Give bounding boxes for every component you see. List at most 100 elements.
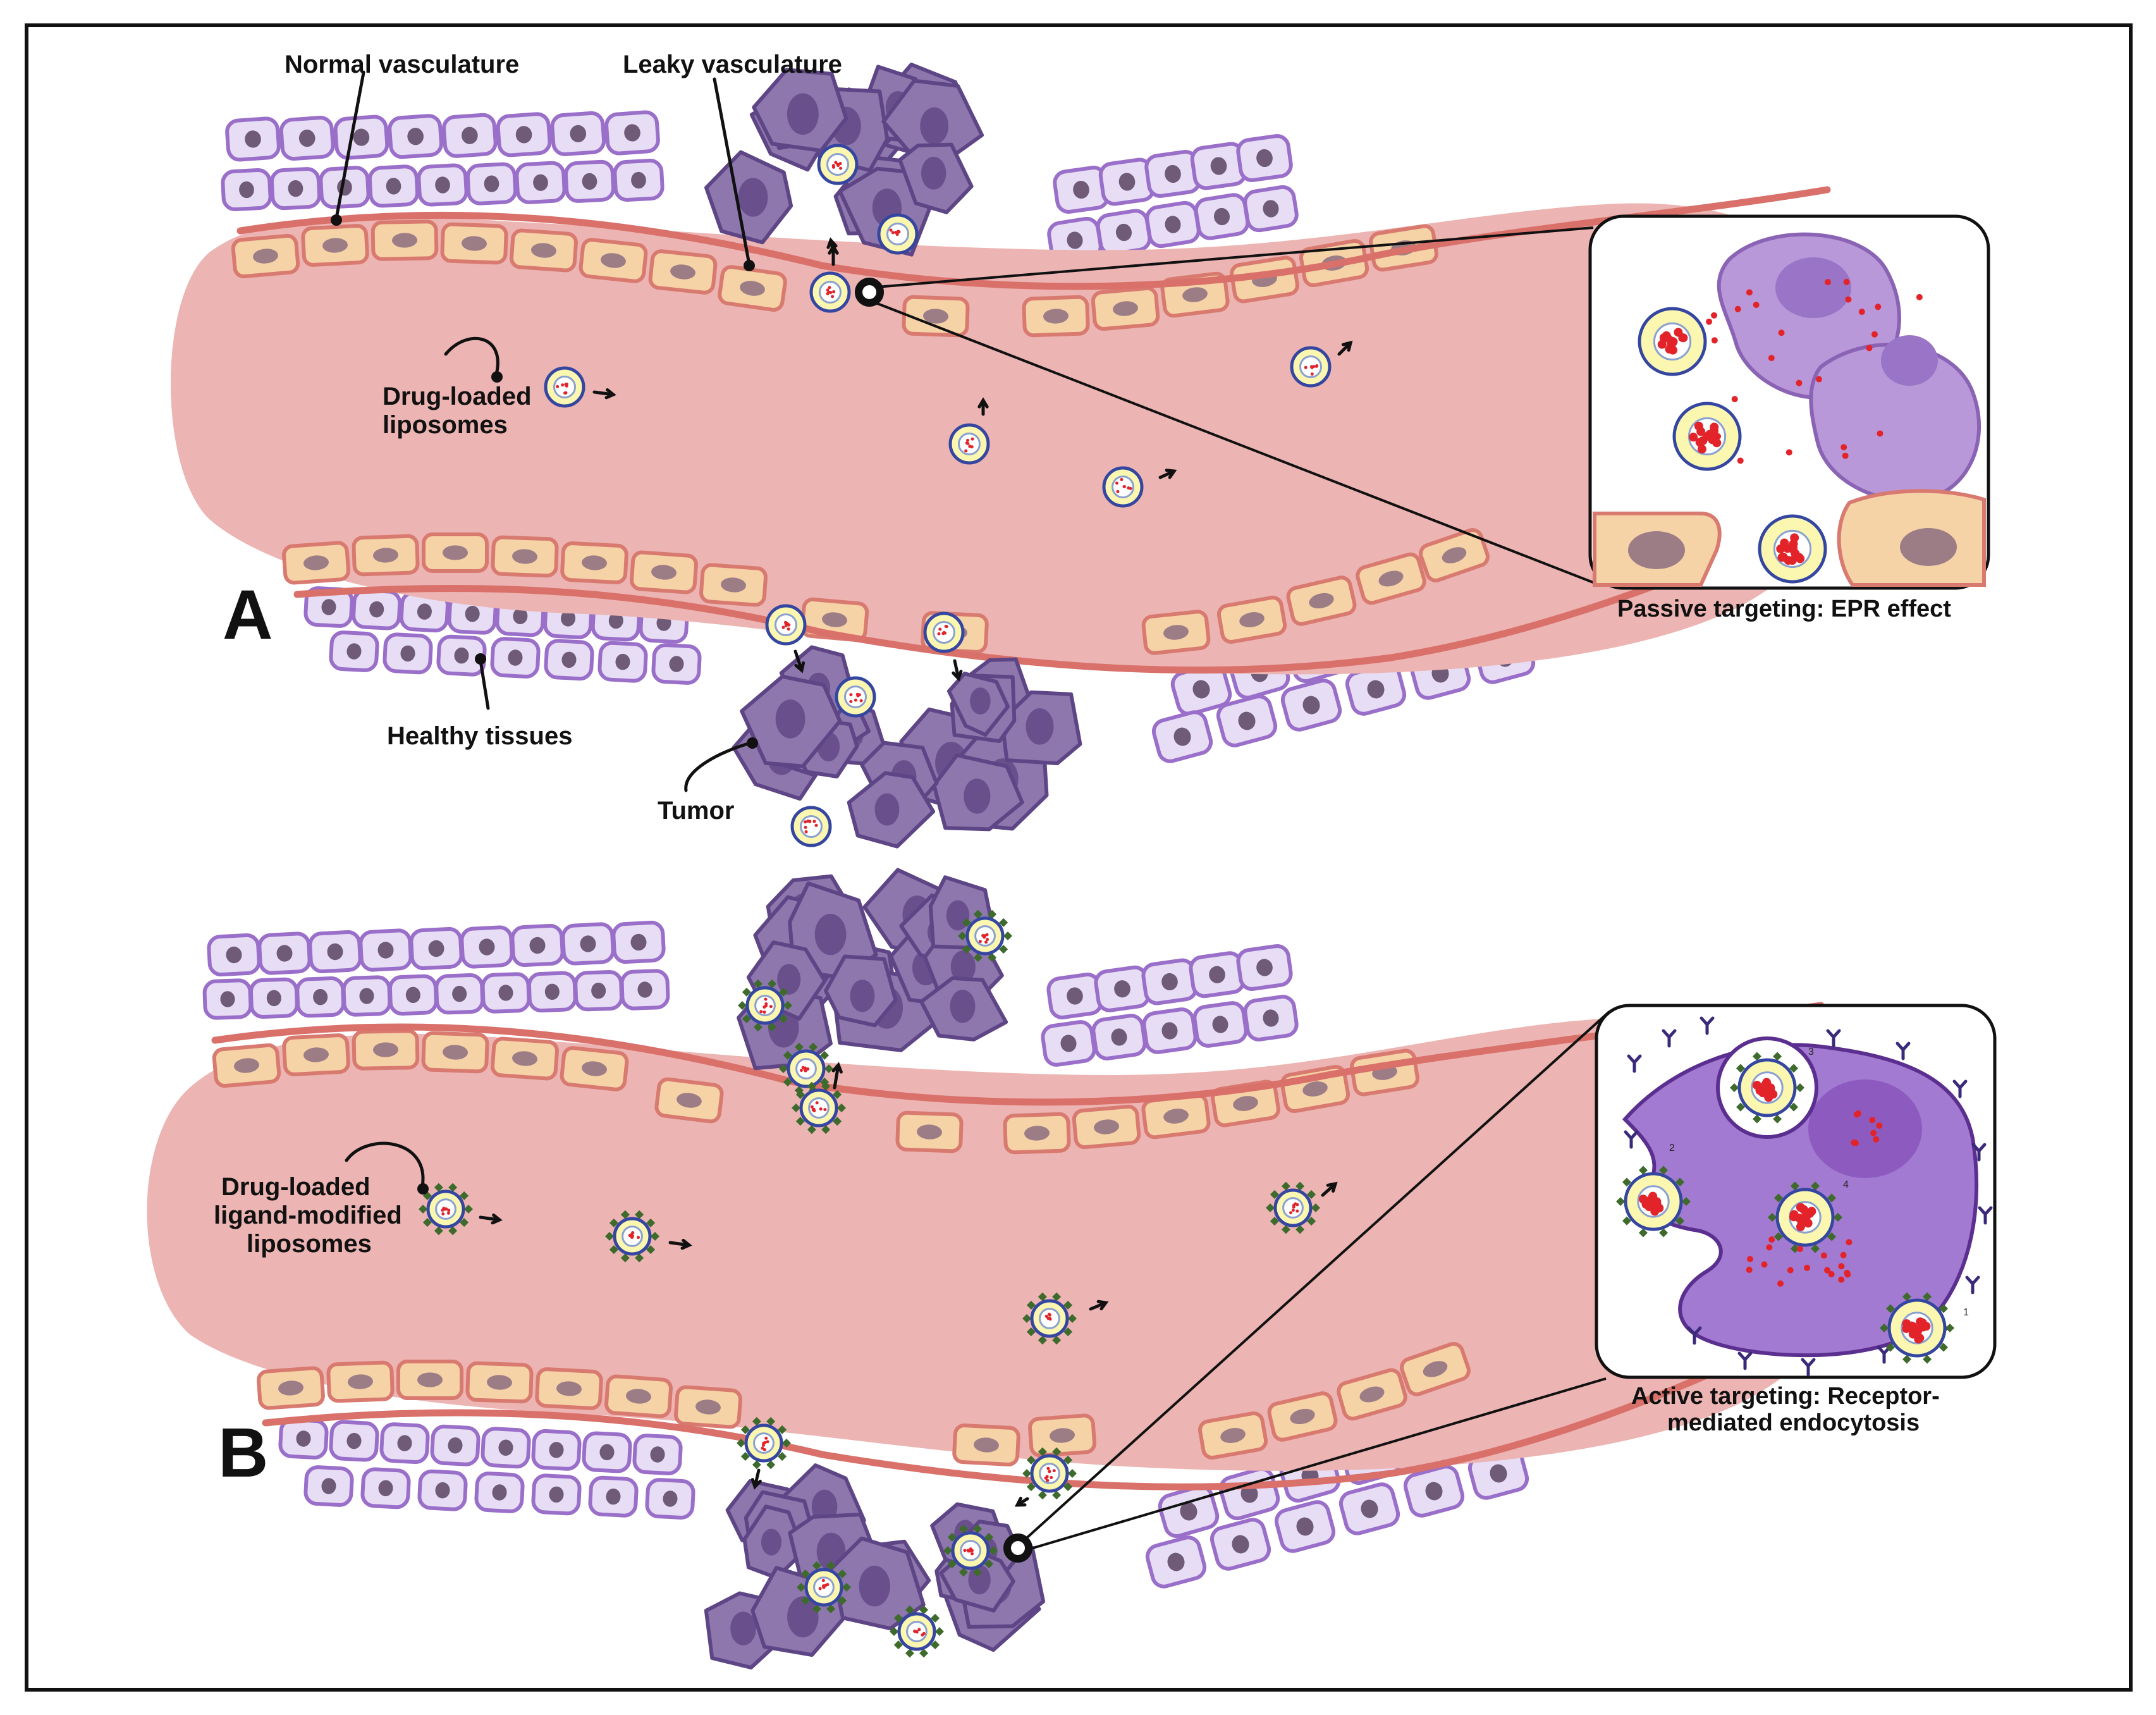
ligand: [973, 953, 983, 962]
ligand: [1902, 1355, 1911, 1364]
label-drug-loaded-b-2: ligand-modified: [214, 1202, 402, 1229]
ligand: [838, 1596, 847, 1606]
released-drug: [1804, 1264, 1811, 1271]
inset-passive-targeting: [1588, 214, 1990, 590]
liposome-zoom: [1638, 307, 1707, 376]
released-drug: [1870, 1129, 1877, 1136]
healthy-cell-nucleus: [1173, 727, 1191, 746]
zoom-line-a-bottom: [869, 299, 1600, 586]
healthy-cell: [295, 976, 346, 1018]
healthy-cell: [474, 1472, 525, 1513]
ligand: [1768, 1213, 1777, 1222]
endothelial-cell: [1419, 528, 1490, 582]
ligand: [419, 1205, 427, 1214]
ligand: [947, 1532, 957, 1542]
healthy-cell: [1194, 193, 1250, 240]
drug-particle: [1697, 445, 1706, 454]
liposome-core: [800, 815, 823, 838]
healthy-cell-nucleus: [498, 1439, 513, 1456]
drug-particle: [764, 1004, 768, 1008]
healthy-cell: [1145, 1535, 1207, 1589]
healthy-cell-nucleus: [606, 1488, 621, 1505]
ligand: [1616, 1197, 1625, 1206]
drug-particle: [889, 228, 893, 232]
healthy-cell-nucleus: [1209, 966, 1225, 983]
drug-particle: [561, 383, 565, 387]
released-drug: [1747, 1255, 1754, 1262]
endothelial-cell-nucleus: [348, 1374, 373, 1389]
released-drug: [1877, 430, 1883, 437]
endothelial-cell-nucleus: [443, 1045, 468, 1060]
drug-particle: [1918, 1322, 1928, 1332]
endothelial-cell-nucleus: [1043, 309, 1069, 324]
healthy-cell: [319, 166, 371, 209]
ligand: [434, 1183, 443, 1192]
drug-particle: [763, 1441, 767, 1444]
endothelial-cell: [902, 295, 970, 338]
drug-particle: [849, 700, 853, 704]
ligand: [1063, 1482, 1073, 1492]
healthy-cell-nucleus: [1192, 680, 1210, 699]
healthy-cell: [303, 1465, 354, 1507]
liposome: [1102, 466, 1144, 508]
movement-arrow-head: [826, 237, 838, 249]
ligand: [800, 1596, 810, 1606]
healthy-cell: [515, 161, 567, 204]
released-drug: [1840, 1251, 1847, 1258]
healthy-cell-nucleus: [296, 1430, 311, 1447]
healthy-cell-nucleus: [1073, 180, 1089, 199]
receptor: [1952, 1079, 1968, 1098]
healthy-cell: [1280, 679, 1342, 732]
healthy-cell-nucleus: [220, 991, 235, 1007]
healthy-cell-nucleus: [492, 1484, 507, 1501]
movement-arrows-a: [592, 237, 1353, 682]
endothelial-cell-nucleus: [373, 1042, 398, 1057]
endothelial-cell: [1216, 595, 1287, 644]
endothelial-cell-nucleus: [303, 555, 329, 570]
tumor-cell-nucleus: [787, 1596, 819, 1638]
endothelial-cell-nucleus: [253, 249, 278, 264]
drug-particle: [441, 1212, 445, 1216]
drug-particle: [1046, 1478, 1050, 1482]
released-drug: [1828, 1270, 1835, 1277]
drug-particle: [1046, 1466, 1050, 1470]
healthy-cell-nucleus: [508, 649, 523, 666]
label-drug-loaded-a-2: liposomes: [383, 411, 508, 439]
healthy-cell-nucleus: [624, 124, 640, 142]
endothelial-cell: [1337, 1368, 1407, 1421]
ligand: [460, 1191, 469, 1200]
endothelial-cell: [301, 224, 369, 267]
endothelial-cell: [352, 1029, 420, 1071]
healthy-cell: [550, 111, 606, 156]
ligand: [651, 1232, 659, 1241]
ligand: [833, 1090, 842, 1099]
healthy-cell-nucleus: [417, 603, 432, 620]
healthy-cell-nucleus: [1256, 959, 1273, 976]
ligand: [838, 1569, 847, 1578]
healthy-cell-nucleus: [239, 181, 254, 199]
released-drug: [1838, 1263, 1845, 1270]
healthy-cell-nucleus: [465, 605, 480, 622]
liposome: [817, 144, 859, 185]
healthy-cell: [1236, 944, 1293, 991]
healthy-cell: [1236, 134, 1293, 182]
endothelial-cell-nucleus: [392, 233, 417, 248]
ligand: [1811, 1244, 1820, 1253]
released-drug: [1873, 1136, 1880, 1143]
drug-particle: [831, 164, 835, 168]
drug-particle: [964, 449, 968, 453]
endothelial-cell: [604, 1374, 673, 1418]
drug-particle: [826, 288, 830, 292]
tumor-cell: [946, 672, 1010, 737]
ligand: [826, 1561, 836, 1570]
healthy-cell: [1189, 951, 1246, 999]
drug-particle: [967, 1549, 971, 1553]
ligand: [620, 1210, 630, 1219]
healthy-cell-nucleus: [327, 943, 343, 961]
healthy-cell: [1170, 662, 1232, 716]
drug-particle: [1643, 1200, 1652, 1209]
drug-particle: [857, 693, 861, 697]
drug-particle: [801, 1066, 805, 1069]
endothelial-cell-nucleus: [1024, 1126, 1050, 1141]
liposome: [948, 423, 990, 465]
